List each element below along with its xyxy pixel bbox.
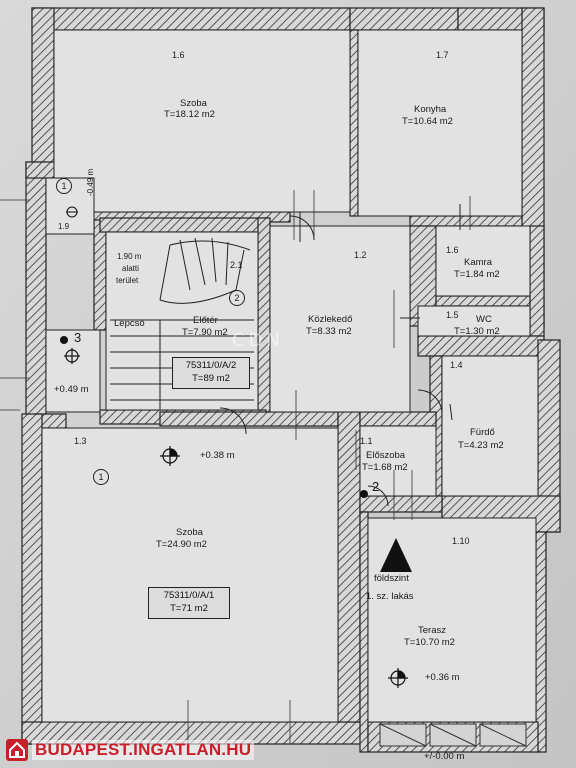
level-049: +0.49 m [54,384,89,395]
unit-area: T=71 m2 [170,602,208,614]
room-name: Kamra [464,257,492,268]
unit-circle: 2 [229,290,245,306]
room-name: Előtér [193,315,218,326]
room-name: Szoba [180,98,207,109]
room-number: 1.1 [360,436,373,446]
level-marker-minus049 [66,206,78,218]
room-name: Fürdő [470,427,495,438]
dot-marker [60,336,68,344]
marker-number: 3 [74,330,82,345]
stair-below-height: 1.90 m [117,252,142,261]
room-number: 1.4 [450,360,463,370]
unit-circle: 1 [93,469,109,485]
room-area: T=10.70 m2 [404,637,455,648]
room-number: 1.2 [354,250,367,260]
room-number: 1.6 [446,245,459,255]
stair-label: Lépcső [114,318,145,329]
level-marker-049 [64,348,80,364]
level-marker-036 [388,668,408,688]
room-area: T=1.30 m2 [454,326,500,337]
room-number: 1.10 [452,536,470,546]
room-name: Közlekedő [308,314,353,325]
level-marker-038 [160,446,180,466]
unit-circle: 1 [56,178,72,194]
house-icon [6,739,28,761]
small-room-height: -0.49 m [86,168,95,196]
brand-logo[interactable]: BUDAPEST.INGATLAN.HU [6,738,255,762]
stair-number: 1.9 [58,222,70,231]
room-area: T=7.90 m2 [182,327,228,338]
room-area: T=1.84 m2 [454,269,500,280]
brand-text: BUDAPEST.INGATLAN.HU [32,740,255,760]
room-number: 1.7 [436,50,449,60]
room-area: T=24.90 m2 [156,539,207,550]
unit-box-lower: 75311/0/A/1 T=71 m2 [148,587,230,619]
watermark: CDN [232,330,284,351]
unit-box-upper: 75311/0/A/2 T=89 m2 [172,357,250,389]
stair-below-label: alatti [122,264,139,273]
stair-area-label: terület [116,276,139,285]
room-number: 2.1 [230,260,243,270]
level-038: +0.38 m [200,450,235,461]
dot-marker-2 [360,490,368,498]
room-number: 1.3 [74,436,87,446]
room-area: T=1.68 m2 [362,462,408,473]
room-name: WC [476,314,492,325]
room-name: Szoba [176,527,203,538]
level-000: +/-0.00 m [424,751,465,762]
level-036: +0.36 m [425,672,460,683]
room-name: Terasz [418,625,446,636]
marker-number: 2 [372,479,380,494]
room-number: 1.6 [172,50,185,60]
room-name: Előszoba [366,450,406,461]
unit-id: 75311/0/A/2 [185,360,237,371]
room-name: Konyha [414,104,447,115]
entrance-unit: 1. sz. lakás [366,591,414,602]
room-area: T=8.33 m2 [306,326,352,337]
room-area: T=10.64 m2 [402,116,453,127]
room-area: T=4.23 m2 [458,440,504,451]
entrance-level: földszint [374,573,409,584]
unit-id: 75311/0/A/1 [163,590,215,601]
room-area: T=18.12 m2 [164,109,215,120]
entrance-triangle [380,538,412,572]
unit-area: T=89 m2 [192,372,230,384]
room-number: 1.5 [446,310,459,320]
